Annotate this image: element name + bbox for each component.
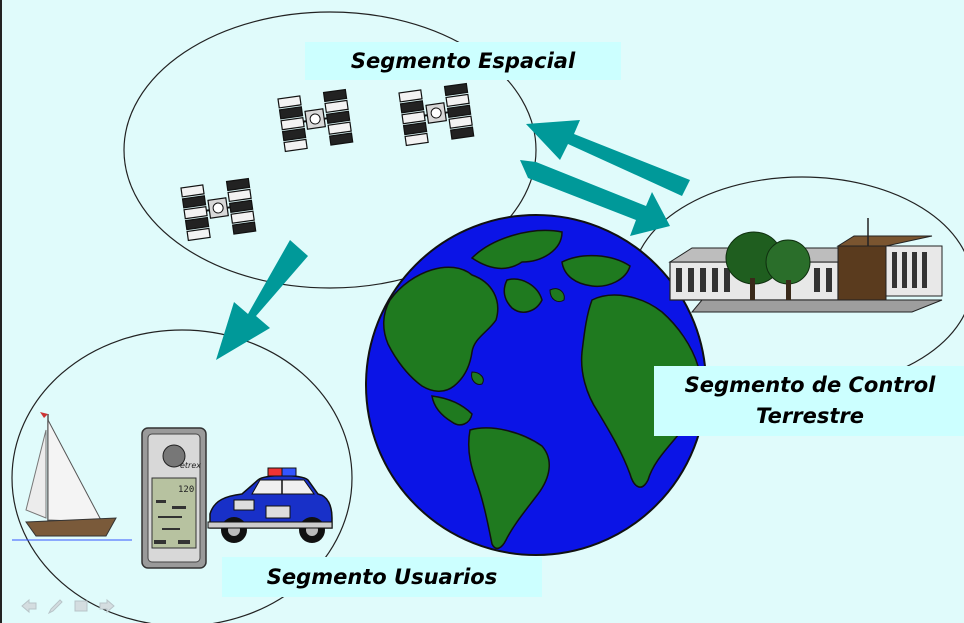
control-segment-label-line2: Terrestre: [756, 404, 864, 428]
user-segment-label: Segmento Usuarios: [222, 557, 542, 597]
arrows: [216, 120, 690, 360]
gps-screen-value: 120: [178, 485, 194, 495]
gps-device-icon: etrex 120: [141, 427, 207, 569]
sailboat-icon: [12, 412, 132, 541]
space-segment-label: Segmento Espacial: [305, 42, 621, 80]
satellite-icon: [276, 88, 354, 153]
menu-icon[interactable]: [72, 597, 90, 615]
pen-icon[interactable]: [46, 597, 64, 615]
next-slide-icon[interactable]: [98, 597, 116, 615]
gps-brand: etrex: [180, 461, 201, 470]
user-segment-ellipse: [11, 329, 353, 623]
satellite-icon: [179, 177, 257, 242]
control-segment-label: Segmento de Control Terrestre: [654, 366, 964, 436]
arrow-space-to-control: [520, 160, 670, 236]
space-segment-ellipse: [123, 11, 537, 289]
control-segment-label-line1: Segmento de Control: [684, 373, 936, 397]
arrow-space-to-users: [216, 240, 308, 360]
satellite-icon: [397, 82, 475, 147]
control-building-icon: [668, 218, 943, 313]
police-car-icon: [207, 467, 333, 543]
arrow-control-to-space: [526, 120, 690, 196]
globe-icon: [365, 214, 707, 556]
previous-slide-icon[interactable]: [20, 597, 38, 615]
slideshow-nav: [20, 596, 116, 616]
